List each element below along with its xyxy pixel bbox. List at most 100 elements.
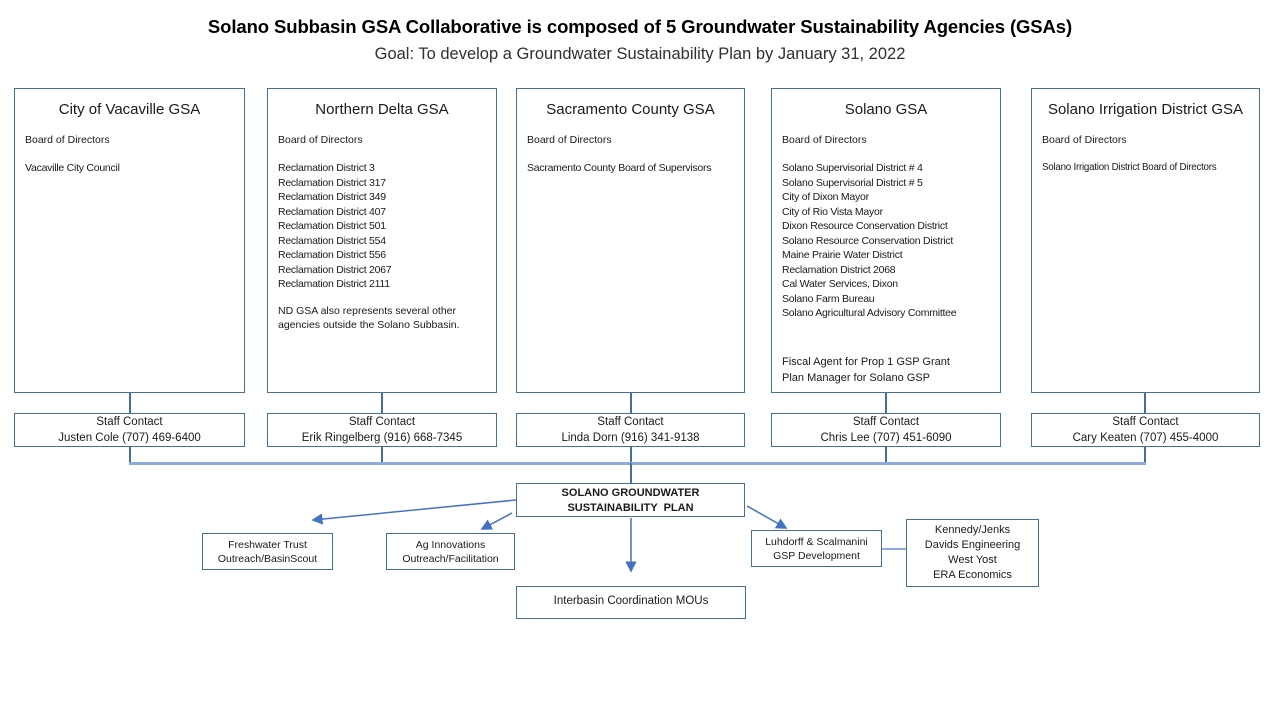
partner-role: Outreach/Facilitation (402, 553, 499, 565)
member-line: Reclamation District 501 (278, 220, 386, 232)
slide-title: Solano Subbasin GSA Collaborative is com… (207, 16, 1073, 37)
connector-staff-bus-2 (630, 447, 632, 463)
member-line: Dixon Resource Conservation District (782, 220, 948, 232)
connector-bus-plan (630, 463, 632, 484)
staff-contact-detail: Chris Lee (707) 451-6090 (820, 431, 952, 444)
staff-contact-box-northern-delta: Staff Contact Erik Ringelberg (916) 668-… (267, 413, 497, 447)
member-list: Solano Supervisorial District # 4 Solano … (782, 161, 990, 321)
member-line: Reclamation District 556 (278, 249, 386, 261)
agency-body: Board of Directors Solano Supervisorial … (772, 134, 1000, 386)
staff-contact-box-solano-irrigation: Staff Contact Cary Keaten (707) 455-4000 (1031, 413, 1260, 447)
member-line: Solano Agricultural Advisory Committee (782, 307, 957, 319)
agency-name: City of Vacaville GSA (58, 101, 201, 118)
board-of-directors-label: Board of Directors (1042, 134, 1127, 146)
connector-staff-bus-4 (1144, 447, 1146, 463)
connector-agency-staff-0 (129, 393, 131, 413)
consultant-name: West Yost (948, 554, 997, 566)
member-line: Solano Farm Bureau (782, 292, 875, 305)
slide-header: Solano Subbasin GSA Collaborative is com… (0, 16, 1280, 64)
agency-name: Solano Irrigation District GSA (1047, 101, 1244, 118)
staff-contact-label: Staff Contact (96, 416, 163, 428)
member-line: Reclamation District 2068 (782, 263, 896, 276)
staff-contact-detail: Erik Ringelberg (916) 668-7345 (301, 431, 463, 444)
arrow-to-freshwater (311, 499, 517, 525)
partner-role: Outreach/BasinScout (217, 553, 318, 565)
agency-name: Solano GSA (844, 101, 928, 118)
consultant-name: ERA Economics (933, 569, 1012, 581)
agency-note: ND GSA also represents several other age… (278, 304, 460, 332)
agency-name: Sacramento County GSA (546, 101, 715, 118)
member-list: Sacramento County Board of Supervisors (527, 161, 734, 176)
member-line: Vacaville City Council (25, 162, 120, 174)
slide-subtitle: Goal: To develop a Groundwater Sustainab… (374, 45, 906, 63)
connector-luhdorff-consultants (881, 548, 907, 550)
staff-contact-box-vacaville: Staff Contact Justen Cole (707) 469-6400 (14, 413, 245, 447)
staff-contact-label: Staff Contact (1112, 416, 1179, 428)
board-of-directors-label: Board of Directors (25, 134, 110, 146)
connector-staff-bus-0 (129, 447, 131, 463)
arrow-to-luhdorff (746, 505, 788, 529)
member-line: Reclamation District 407 (278, 205, 386, 218)
member-line: Reclamation District 317 (278, 176, 386, 189)
plan-box-line1: SOLANO GROUNDWATER (561, 487, 700, 499)
agency-box-northern-delta: Northern Delta GSA Board of Directors Re… (267, 88, 497, 393)
agency-role-line: Plan Manager for Solano GSP (782, 371, 930, 384)
partner-role: GSP Development (773, 550, 860, 562)
member-list: Vacaville City Council (25, 161, 234, 176)
staff-contact-box-solano: Staff Contact Chris Lee (707) 451-6090 (771, 413, 1001, 447)
member-list: Solano Irrigation District Board of Dire… (1042, 161, 1249, 176)
agency-role-line: Fiscal Agent for Prop 1 GSP Grant (782, 355, 950, 368)
plan-box: SOLANO GROUNDWATER SUSTAINABILITY PLAN (516, 483, 745, 517)
partner-name: Interbasin Coordination MOUs (553, 595, 709, 607)
agency-body: Board of Directors Reclamation District … (268, 134, 496, 333)
member-line: Solano Resource Conservation District (782, 234, 954, 247)
member-line: Solano Irrigation District Board of Dire… (1042, 162, 1217, 173)
member-line: Reclamation District 554 (278, 234, 386, 247)
arrow-to-ag-innovations (480, 512, 513, 530)
member-line: Maine Prairie Water District (782, 249, 903, 261)
partner-box-freshwater-trust: Freshwater Trust Outreach/BasinScout (202, 533, 333, 570)
partner-box-ag-innovations: Ag Innovations Outreach/Facilitation (386, 533, 515, 570)
member-line: Reclamation District 2111 (278, 278, 390, 290)
board-of-directors-label: Board of Directors (527, 134, 612, 146)
connector-agency-staff-2 (630, 393, 632, 413)
agency-box-sacramento-county: Sacramento County GSA Board of Directors… (516, 88, 745, 393)
board-of-directors-label: Board of Directors (278, 134, 363, 146)
staff-contact-detail: Cary Keaten (707) 455-4000 (1072, 431, 1219, 444)
connector-staff-bus-3 (885, 447, 887, 463)
board-of-directors-label: Board of Directors (782, 134, 867, 146)
staff-contact-label: Staff Contact (348, 416, 416, 428)
staff-contact-detail: Justen Cole (707) 469-6400 (58, 431, 201, 444)
member-line: City of Dixon Mayor (782, 191, 869, 203)
agency-box-solano-irrigation-district: Solano Irrigation District GSA Board of … (1031, 88, 1260, 393)
partner-box-luhdorff-scalmanini: Luhdorff & Scalmanini GSP Development (751, 530, 882, 567)
connector-agency-staff-3 (885, 393, 887, 413)
agency-box-solano: Solano GSA Board of Directors Solano Sup… (771, 88, 1001, 393)
member-line: Reclamation District 2067 (278, 263, 392, 276)
agency-body: Board of Directors Solano Irrigation Dis… (1032, 134, 1259, 176)
agency-name: Northern Delta GSA (315, 101, 449, 118)
staff-contact-box-sacramento: Staff Contact Linda Dorn (916) 341-9138 (516, 413, 745, 447)
member-line: Solano Supervisorial District # 4 (782, 162, 923, 174)
plan-box-line2: SUSTAINABILITY PLAN (567, 502, 694, 514)
member-line: Sacramento County Board of Supervisors (527, 162, 712, 174)
partner-name: Freshwater Trust (228, 539, 307, 551)
member-line: City of Rio Vista Mayor (782, 205, 883, 218)
partner-name: Luhdorff & Scalmanini (765, 536, 868, 548)
member-line: Cal Water Services, Dixon (782, 278, 898, 290)
connector-agency-staff-1 (381, 393, 383, 413)
staff-contact-label: Staff Contact (852, 416, 920, 428)
staff-contact-detail: Linda Dorn (916) 341-9138 (561, 431, 700, 444)
staff-contact-label: Staff Contact (597, 416, 664, 428)
member-line: Solano Supervisorial District # 5 (782, 176, 923, 189)
consultant-name: Kennedy/Jenks (934, 524, 1011, 536)
agency-body: Board of Directors Sacramento County Boa… (517, 134, 744, 176)
consultant-name: Davids Engineering (924, 539, 1021, 551)
agency-body: Board of Directors Vacaville City Counci… (15, 134, 244, 176)
connector-agency-staff-4 (1144, 393, 1146, 413)
partner-name: Ag Innovations (415, 539, 486, 551)
agency-box-city-of-vacaville: City of Vacaville GSA Board of Directors… (14, 88, 245, 393)
